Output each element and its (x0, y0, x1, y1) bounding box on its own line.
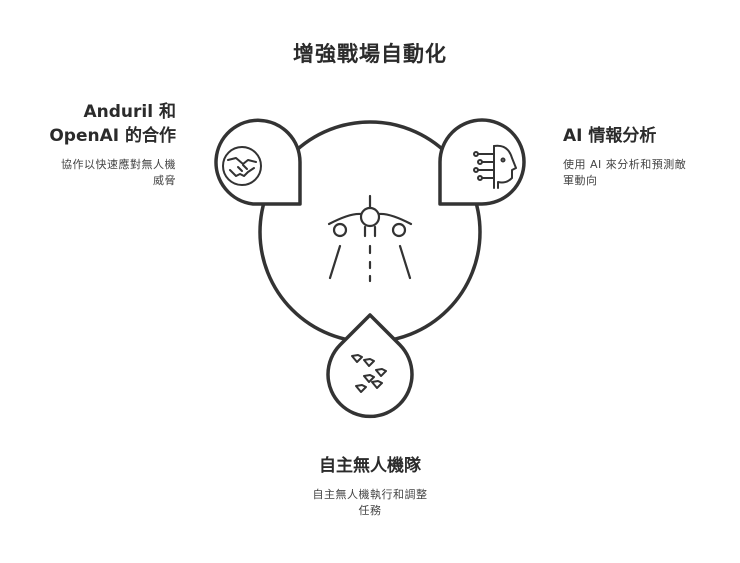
left-pin (214, 118, 302, 206)
right-desc-line2: 軍動向 (563, 174, 598, 187)
ai-head-icon (473, 144, 517, 189)
left-node-heading: Anduril 和 OpenAI 的合作 (20, 100, 176, 148)
left-heading-line1: Anduril 和 (83, 102, 177, 122)
bottom-node-description: 自主無人機執行和調整 任務 (270, 487, 470, 519)
bottom-desc-line1: 自主無人機執行和調整 (312, 488, 428, 501)
left-node-description: 協作以快速應對無人機 威脅 (20, 157, 176, 189)
diagram-title: 增強戰場自動化 (293, 42, 447, 66)
right-node-description: 使用 AI 來分析和預測敵 軍動向 (563, 157, 733, 189)
left-heading-line2: OpenAI 的合作 (49, 126, 176, 146)
handshake-icon (222, 146, 262, 186)
bottom-desc-line2: 任務 (358, 504, 382, 517)
drone-swarm-icon (351, 354, 387, 393)
left-desc-line1: 協作以快速應對無人機 (61, 158, 176, 171)
bottom-node-heading: 自主無人機隊 (319, 456, 421, 476)
airplane-icon (327, 194, 413, 283)
right-node-heading: AI 情報分析 (563, 126, 657, 146)
right-desc-line1: 使用 AI 來分析和預測敵 (563, 158, 687, 171)
left-desc-line2: 威脅 (153, 174, 176, 187)
